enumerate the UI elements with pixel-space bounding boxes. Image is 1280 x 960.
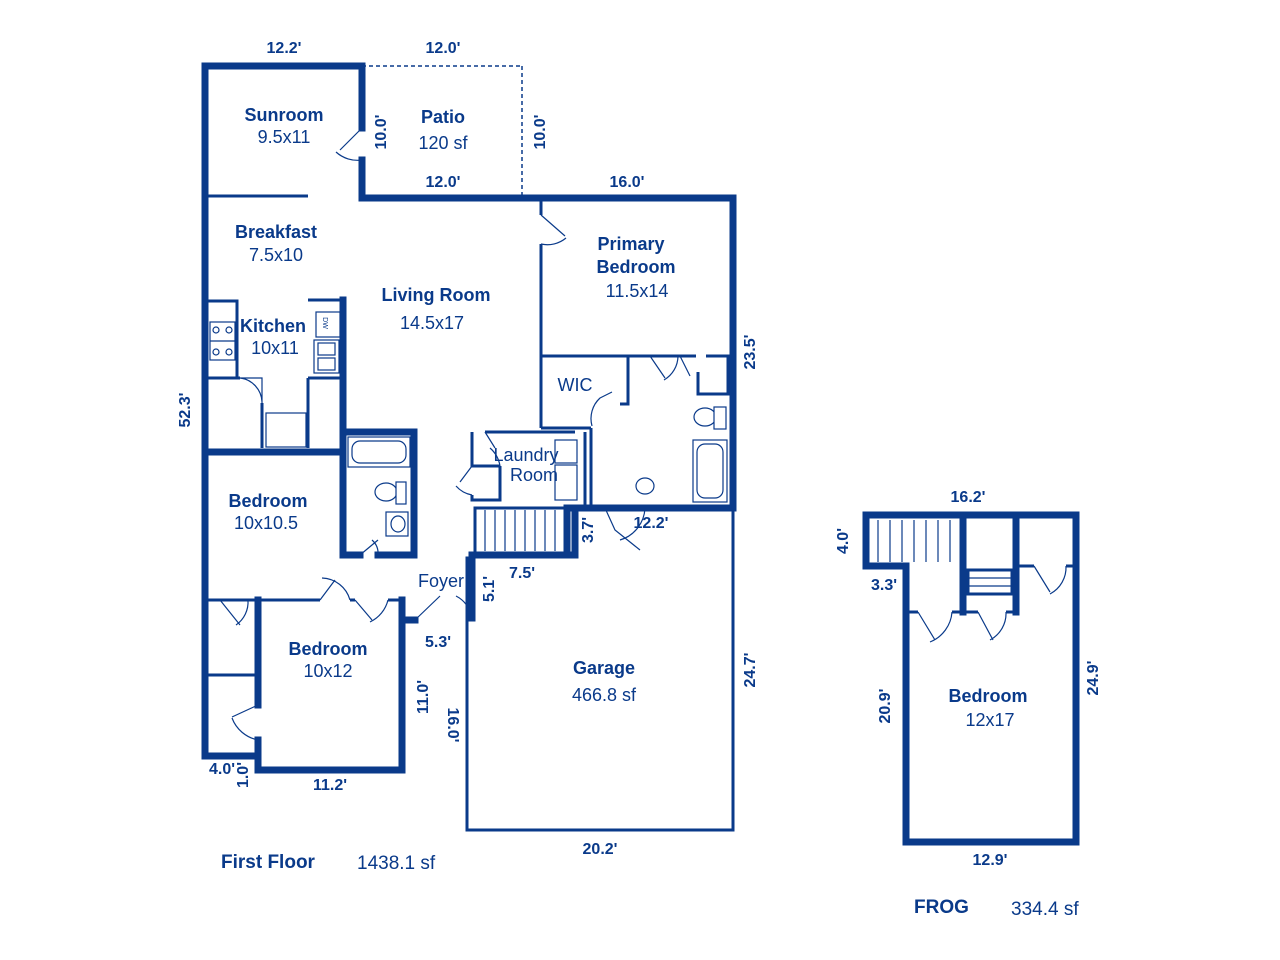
dim-bedroom-right: 11.0' [415,680,432,714]
foyer-name: Foyer [418,571,464,591]
dim-right-upper: 23.5' [742,335,759,370]
first-floor-walls [201,62,737,832]
dim-bottom-11-2: 11.2' [313,777,347,794]
laundry-name-2: Room [510,465,558,485]
frog-bedroom-name: Bedroom [948,686,1027,706]
dim-sunroom-right: 10.0' [373,115,390,150]
dim-garage-bottom: 20.2' [583,841,618,858]
dim-frog-right: 24.9' [1085,661,1102,696]
dim-patio-bottom: 12.0' [426,174,461,191]
doors [219,127,691,741]
dimension-labels: 12.2' 12.0' 10.0' 10.0' 12.0' 16.0' 23.5… [177,40,1102,869]
frog-area: 334.4 sf [1011,899,1079,920]
dim-top-patio: 12.0' [426,40,461,57]
primary-bedroom-name-2: Bedroom [596,257,675,277]
living-room-size: 14.5x17 [400,313,464,333]
dim-left-side: 52.3' [177,393,194,428]
patio-name: Patio [421,107,465,127]
dim-frog-top: 16.2' [951,489,986,506]
breakfast-name: Breakfast [235,222,317,242]
bedroom-b-name: Bedroom [288,639,367,659]
dim-primary-top: 16.0' [610,174,645,191]
garage-name: Garage [573,658,635,678]
dim-bottom-4-0: 4.0' [209,761,235,778]
first-floor-area: 1438.1 sf [357,853,436,874]
dim-patio-right: 10.0' [532,115,549,150]
frog-doors [917,565,1067,643]
floor-titles: First Floor 1438.1 sf FROG 334.4 sf [221,852,1079,920]
primary-sink-icon [635,477,655,495]
dim-frog-bottom: 12.9' [973,852,1008,869]
kitchen-size: 10x11 [251,338,299,358]
first-floor-interior-walls [201,194,730,760]
patio-outline [362,65,523,198]
dishwasher-icon [315,311,341,338]
bedroom-b-size: 10x12 [303,661,352,681]
room-labels: Sunroom 9.5x11 Patio 120 sf Breakfast 7.… [228,105,1027,730]
primary-bedroom-name-1: Primary [597,234,664,254]
wic-name: WIC [558,375,593,395]
bedroom-a-name: Bedroom [228,491,307,511]
dim-step-3-7: 3.7' [580,517,597,543]
dim-frog-3-3: 3.3' [871,577,897,594]
kitchen-name: Kitchen [240,316,306,336]
refrigerator-icon [265,412,307,448]
patio-size: 120 sf [418,133,468,153]
sunroom-size: 9.5x11 [258,127,311,147]
frog-stairs [877,520,1012,587]
frog-title: FROG [914,897,969,918]
dim-step-7-5: 7.5' [509,565,535,582]
dim-frog-4-0: 4.0' [835,528,852,554]
fixtures: DW [209,311,728,537]
dim-step-5-3: 5.3' [425,634,451,651]
frog-walls [862,511,1080,846]
dim-step-12-2: 12.2' [634,515,669,532]
garage-size: 466.8 sf [572,685,637,705]
bedroom-a-size: 10x10.5 [234,513,298,533]
dim-frog-left: 20.9' [877,689,894,724]
dishwasher-label: DW [321,317,328,329]
breakfast-size: 7.5x10 [249,245,303,265]
laundry-name-1: Laundry [493,445,558,465]
primary-bedroom-size: 11.5x14 [606,281,669,301]
dim-garage-left: 16.0' [444,708,461,743]
sunroom-name: Sunroom [245,105,324,125]
primary-toilet-icon [693,407,717,427]
washer-icon [554,439,578,464]
living-room-name: Living Room [382,285,491,305]
toilet-icon [374,482,398,502]
frog-bedroom-size: 12x17 [965,710,1014,730]
first-floor-stairs [484,510,556,551]
dim-bottom-1-0: 1.0' [235,762,252,788]
first-floor-title: First Floor [221,852,316,873]
dryer-icon [554,464,578,501]
dim-top-left: 12.2' [267,40,302,57]
dim-step-5-1: 5.1' [481,576,498,602]
dim-garage-right: 24.7' [742,653,759,688]
